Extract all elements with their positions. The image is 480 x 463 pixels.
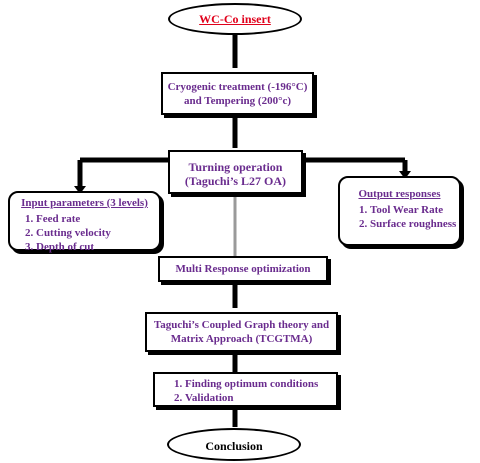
output-item: Tool Wear Rate [370,203,459,217]
multi-response-box: Multi Response optimization [158,256,328,282]
output-list: Tool Wear Rate Surface roughness [340,203,459,231]
final-item: Validation [185,391,336,405]
input-item: Feed rate [36,212,159,226]
cryo-line-2: and Tempering (200°c) [183,95,292,107]
arrowhead-left [74,186,86,194]
input-title: Input parameters (3 levels) [21,197,148,209]
mro-label: Multi Response optimization [175,263,311,275]
final-steps-box: Finding optimum conditions Validation [153,372,338,407]
end-label: Conclusion [205,439,263,453]
tcgtma-box: Taguchi’s Coupled Graph theory and Matri… [145,312,338,352]
cryogenic-treatment-box: Cryogenic treatment (-196°C) and Temperi… [161,72,314,115]
turning-line-2: (Taguchi’s L27 OA) [184,174,287,188]
tcgtma-line-1: Taguchi’s Coupled Graph theory and [153,319,330,331]
input-parameters-box: Input parameters (3 levels) Feed rate Cu… [8,191,161,254]
final-item: Finding optimum conditions [185,377,336,391]
output-item: Surface roughness [370,217,459,231]
start-label: WC-Co insert [199,12,271,26]
end-node: Conclusion [167,428,301,461]
arrowhead-right [399,171,411,179]
output-responses-box: Output responses Tool Wear Rate Surface … [338,176,461,246]
final-list: Finding optimum conditions Validation [155,377,336,405]
input-item: Depth of cut [36,240,159,254]
turning-line-1: Turning operation [188,160,283,174]
cryo-line-1: Cryogenic treatment (-196°C) [167,81,308,93]
input-item: Cutting velocity [36,226,159,240]
turning-operation-box: Turning operation (Taguchi’s L27 OA) [168,150,303,194]
input-list: Feed rate Cutting velocity Depth of cut [10,212,159,254]
output-title: Output responses [358,188,441,200]
start-node: WC-Co insert [168,3,302,35]
tcgtma-line-2: Matrix Approach (TCGTMA) [170,333,313,345]
